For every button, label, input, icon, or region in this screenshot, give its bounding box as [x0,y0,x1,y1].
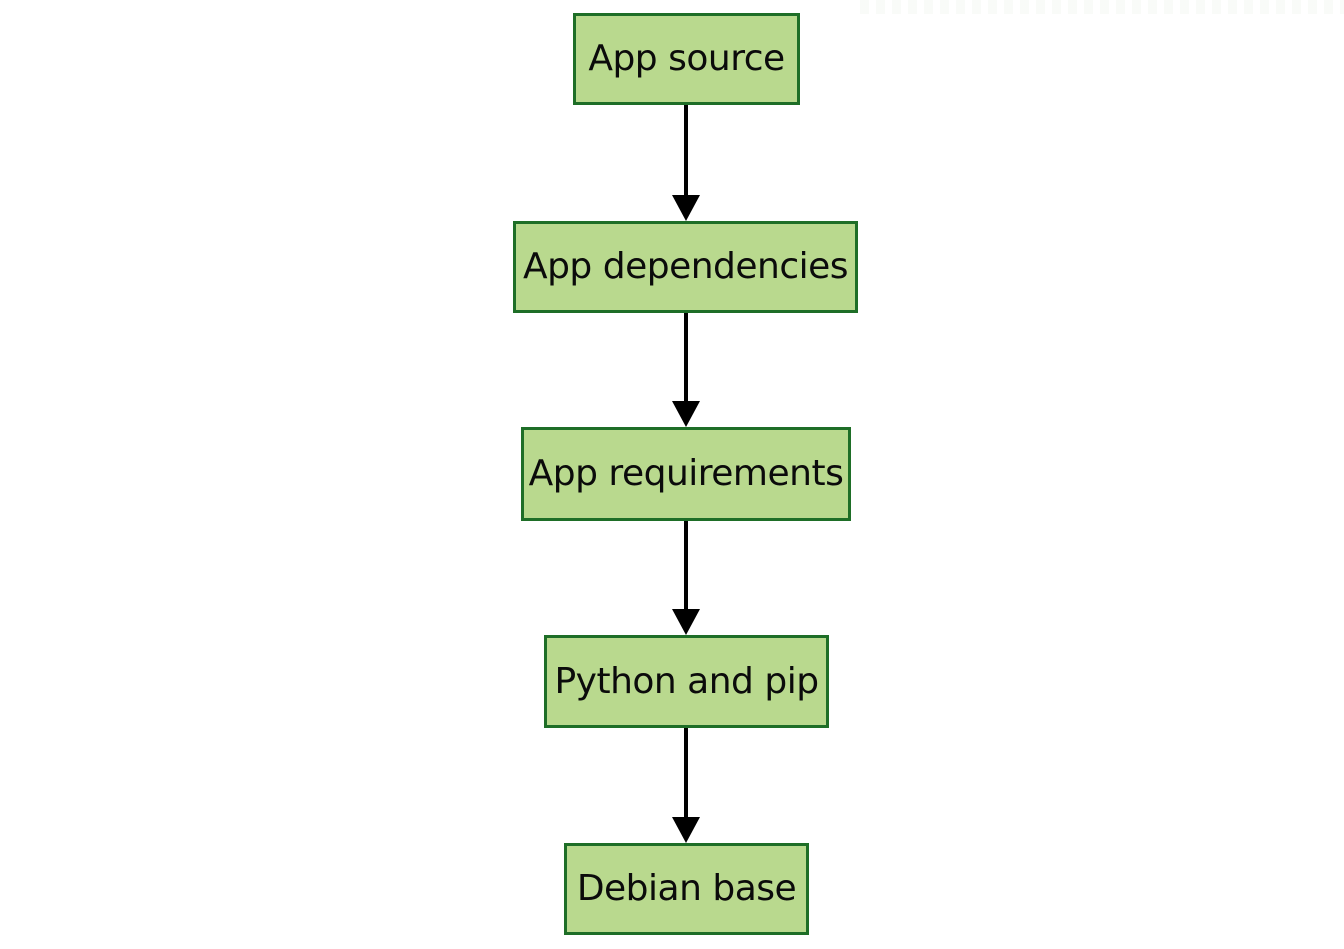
node-label: Debian base [576,868,797,909]
node-app-requirements: App requirements [521,427,851,521]
arrow-python-and-pip-to-debian-base [671,728,701,843]
node-label: App requirements [528,453,844,494]
node-label: App source [588,38,785,79]
arrowhead-down-icon [672,401,700,427]
arrow-shaft [684,521,688,613]
node-app-source: App source [573,13,800,105]
arrow-shaft [684,728,688,821]
arrowhead-down-icon [672,609,700,635]
node-python-and-pip: Python and pip [544,635,829,728]
arrow-shaft [684,105,688,199]
node-label: App dependencies [522,246,849,287]
arrow-app-requirements-to-python-and-pip [671,521,701,635]
arrow-app-source-to-app-dependencies [671,105,701,221]
arrow-app-dependencies-to-app-requirements [671,313,701,427]
arrow-shaft [684,313,688,405]
arrowhead-down-icon [672,195,700,221]
faint-top-pattern [860,0,1344,14]
node-label: Python and pip [554,660,819,702]
arrowhead-down-icon [672,817,700,843]
node-app-dependencies: App dependencies [513,221,858,313]
node-debian-base: Debian base [564,843,809,935]
